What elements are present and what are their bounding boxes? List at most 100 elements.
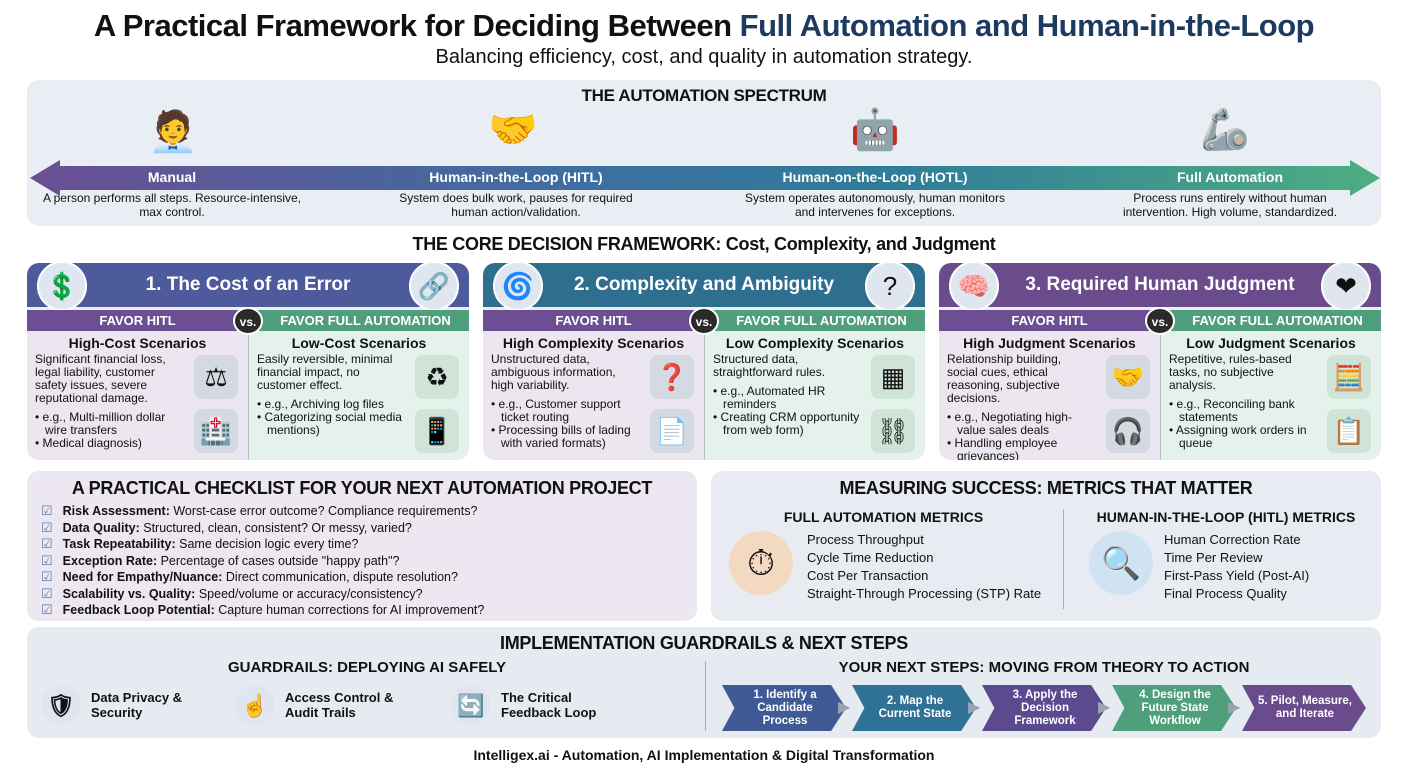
example-item: Creating CRM opportunity from web form) — [713, 411, 863, 437]
next-step-5: 5. Pilot, Measure, and Iterate — [1242, 685, 1366, 731]
checklist-item: ☑ Need for Empathy/Nuance: Direct communi… — [41, 569, 697, 586]
example-item: Handling employee grievances) — [947, 437, 1097, 461]
page-title: A Practical Framework for Deciding Betwe… — [0, 8, 1408, 44]
documents-icon: 📄 — [650, 409, 694, 453]
scenario-desc: Easily reversible, minimal financial imp… — [257, 352, 393, 392]
checklist-item-text: Worst-case error outcome? Compliance req… — [169, 504, 478, 518]
checklist-panel: A PRACTICAL CHECKLIST FOR YOUR NEXT AUTO… — [27, 471, 697, 621]
checkbox-icon: ☑ — [41, 569, 53, 584]
example-item: Categorizing social media mentions) — [257, 411, 407, 437]
checklist-clipboard-icon: 📋 — [1327, 409, 1371, 453]
checklist-item-label: Risk Assessment: — [62, 504, 170, 518]
dollar-coin-icon: 💲 — [37, 263, 87, 311]
broken-chain-icon: 🔗 — [409, 263, 459, 311]
hospital-icon: 🏥 — [194, 409, 238, 453]
tangled-lines-icon: 🌀 — [493, 263, 543, 311]
fingerprint-icon: ☝ — [235, 685, 275, 725]
checklist-item-text: Structured, clean, consistent? Or messy,… — [139, 520, 412, 535]
checklist-item-text: Same decision logic every time? — [175, 537, 359, 551]
brain-gear-icon: 🧠 — [949, 263, 999, 311]
stage-label: Full Automation — [1176, 169, 1284, 185]
stage-desc: A person performs all steps. Resource-in… — [42, 191, 302, 219]
step-arrow-icon: ▶ — [838, 699, 851, 716]
favor-hitl-column: High Judgment Scenarios Relationship bui… — [939, 331, 1160, 460]
checklist-item-label: Need for Empathy/Nuance: — [62, 570, 223, 584]
stage-desc: System does bulk work, pauses for requir… — [399, 191, 633, 219]
scenario-heading: Low-Cost Scenarios — [291, 335, 427, 351]
stage-label: Manual — [147, 169, 197, 185]
robot-monitor-icon: 🤖 — [850, 108, 900, 152]
checkbox-icon: ☑ — [41, 503, 53, 518]
stage-desc: System operates autonomously, human moni… — [745, 191, 1005, 219]
framework-card-3: 3. Required Human Judgment 🧠 ❤ FAVOR HIT… — [939, 263, 1381, 460]
metric-item: Cycle Time Reduction — [807, 550, 934, 565]
checklist-item-label: Exception Rate: — [62, 553, 158, 568]
step-arrow-icon: ▶ — [1098, 699, 1111, 716]
stage-hotl: Human-on-the-Loop (HOTL)System operates … — [745, 166, 1005, 219]
example-item: Processing bills of lading with varied f… — [491, 424, 641, 450]
scenario-desc: Significant financial loss, legal liabil… — [35, 352, 166, 405]
metric-item: Final Process Quality — [1164, 586, 1287, 601]
metric-item: Process Throughput — [807, 532, 924, 547]
ai-reviewer-icon: 🔍 — [1089, 531, 1153, 595]
shield-lock-icon: 🛡 — [41, 685, 81, 725]
checklist-item: ☑Scalability vs. Quality: Speed/volume o… — [41, 586, 697, 603]
checklist-item-text: Percentage of cases outside "happy path"… — [157, 553, 400, 568]
automation-spectrum-panel — [27, 80, 1381, 226]
spectrum-arrow — [30, 160, 1380, 196]
checklist-item-label: Data Quality: — [62, 520, 140, 535]
scenario-heading: High-Cost Scenarios — [68, 335, 207, 351]
guardrail-feedback-loop: 🔄The Critical Feedback Loop — [451, 685, 601, 725]
checklist-item-text: Direct communication, dispute resolution… — [222, 570, 458, 584]
favor-automation-bar: FAVOR FULL AUTOMATION — [1160, 310, 1381, 331]
calculator-check-icon: 🧮 — [1327, 355, 1371, 399]
scenario-desc: Relationship building, social cues, ethi… — [947, 352, 1062, 405]
scenario-desc: Repetitive, rules-based tasks, no subjec… — [1169, 352, 1292, 392]
guardrail-access-control: ☝Access Control & Audit Trails — [235, 685, 395, 725]
example-item: e.g., Reconciling bank statements — [1169, 398, 1319, 424]
favor-hitl-column: High-Cost Scenarios Significant financia… — [27, 331, 248, 460]
favor-automation-column: Low-Cost Scenarios Easily reversible, mi… — [248, 331, 469, 460]
checklist-item-label: Task Repeatability: — [62, 537, 176, 551]
handshake-icon: 🤝 — [1106, 355, 1150, 399]
card-title: 1. The Cost of an Error — [27, 263, 469, 307]
checklist-heading: A PRACTICAL CHECKLIST FOR YOUR NEXT AUTO… — [71, 478, 653, 498]
divider — [1063, 509, 1064, 609]
metrics-panel: MEASURING SUCCESS: METRICS THAT MATTER F… — [711, 471, 1381, 621]
favor-hitl-bar: FAVOR HITL — [27, 310, 248, 331]
headset-agent-icon: 🎧 — [1106, 409, 1150, 453]
title-part1: A Practical Framework for Deciding Betwe… — [93, 8, 740, 43]
vs-badge: vs. — [689, 307, 719, 335]
guardrail-label: Data Privacy & Security — [91, 690, 183, 720]
framework-card-1: 1. The Cost of an Error 💲 🔗 FAVOR HITL F… — [27, 263, 469, 460]
question-mark-icon: ? — [865, 263, 915, 311]
card-title: 3. Required Human Judgment — [939, 263, 1381, 307]
spectrum-heading: THE AUTOMATION SPECTRUM — [581, 86, 827, 105]
checklist-item: ☑Exception Rate: Percentage of cases out… — [41, 553, 697, 570]
vs-badge: vs. — [1145, 307, 1175, 335]
flowchart-icon: ⛓ — [871, 409, 915, 453]
metric-item: Cost Per Transaction — [807, 568, 929, 583]
stage-manual: Manual A person performs all steps. Resou… — [42, 166, 302, 219]
vault-gavel-icon: ⚖ — [194, 355, 238, 399]
scenario-heading: High Judgment Scenarios — [963, 335, 1136, 351]
checklist-item: ☑Data Quality: Structured, clean, consis… — [41, 520, 697, 537]
favor-automation-column: Low Complexity Scenarios Structured data… — [704, 331, 925, 460]
step-arrow-icon: ▶ — [968, 699, 981, 716]
checklist-item: ☑ Risk Assessment: Worst-case error outco… — [41, 503, 697, 520]
checklist-item-label: Scalability vs. Quality: — [62, 586, 196, 601]
checklist-item-text: Capture human corrections for AI improve… — [214, 603, 485, 617]
checklist-item-label: Feedback Loop Potential: — [62, 603, 215, 617]
guardrail-label: The Critical Feedback Loop — [501, 690, 597, 720]
robot-arm-icon: 🦾 — [1200, 108, 1250, 152]
next-step-1: 1. Identify a Candidate Process — [722, 685, 846, 731]
guardrail-data-privacy: 🛡 Data Privacy & Security — [41, 685, 186, 725]
stage-label: Human-in-the-Loop (HITL) — [429, 169, 603, 185]
scenario-heading: Low Complexity Scenarios — [725, 335, 905, 351]
favor-automation-bar: FAVOR FULL AUTOMATION — [248, 310, 469, 331]
example-item: Assigning work orders in queue — [1169, 424, 1319, 450]
title-highlight: Full Automation and Human-in-the-Loop — [739, 8, 1315, 43]
full-metrics-heading: FULL AUTOMATION METRICS — [783, 509, 984, 525]
